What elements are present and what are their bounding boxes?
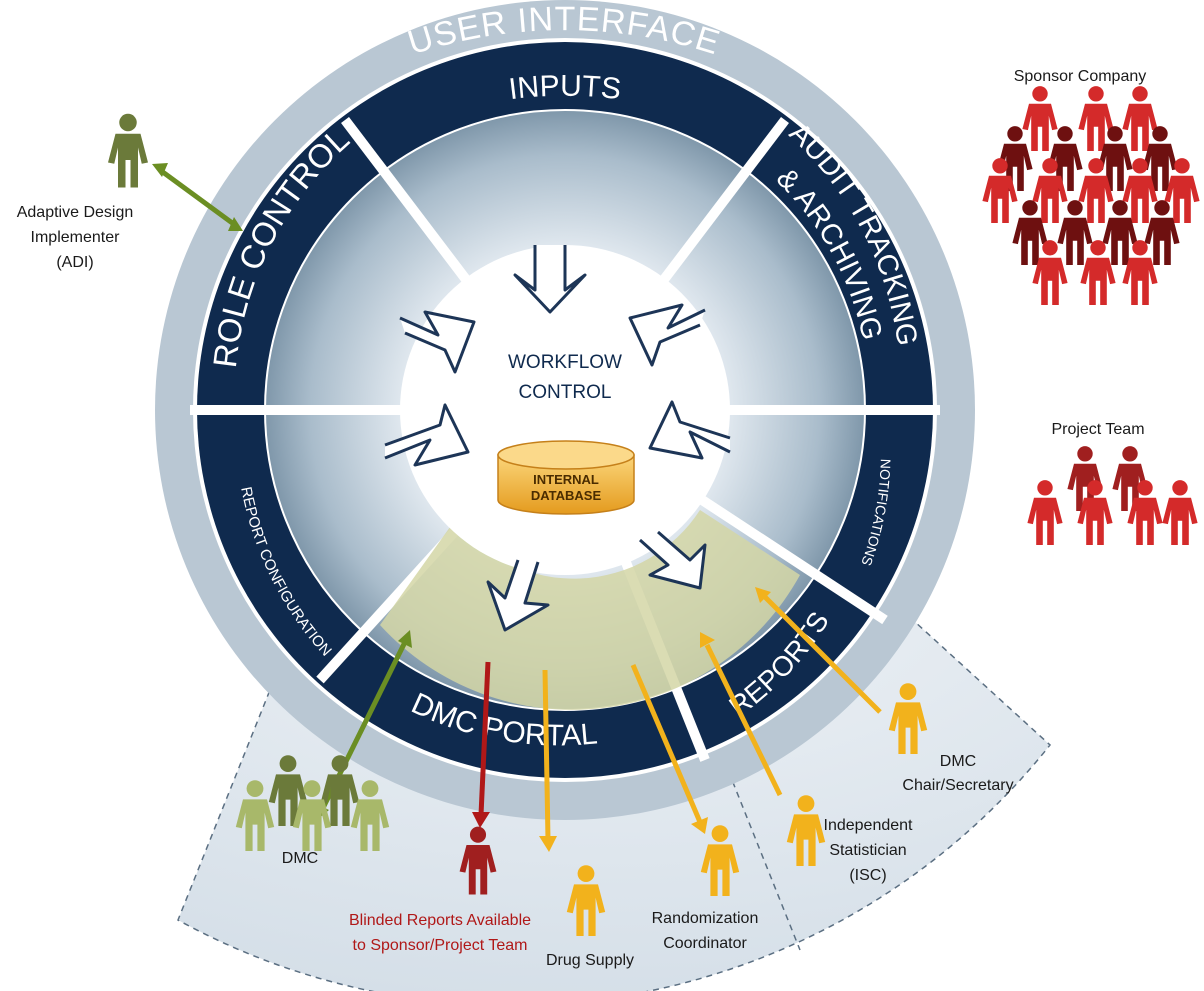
people-icons <box>108 86 1200 936</box>
randomization-arrow <box>630 664 703 823</box>
sponsor-person-icon <box>1080 240 1116 305</box>
dmc-person-icon <box>235 780 275 851</box>
adi-arrow <box>158 167 237 228</box>
adi-label-line2: Implementer <box>31 229 121 246</box>
segment-inputs: INPUTS <box>507 70 623 107</box>
internal-database-icon: INTERNAL DATABASE <box>497 440 635 515</box>
project-team-person-icon <box>1162 480 1198 545</box>
project-team-person-icon <box>1027 480 1063 545</box>
project-team-label: Project Team <box>1051 421 1144 438</box>
database-label-line2: DATABASE <box>531 488 602 503</box>
blinded-label-line1: Blinded Reports Available <box>349 912 531 929</box>
sponsor-person-icon <box>1164 158 1200 223</box>
dmc-chair-label-line2: Chair/Secretary <box>902 777 1013 794</box>
sponsor-company-label: Sponsor Company <box>1014 68 1147 85</box>
workflow-label: WORKFLOW <box>508 352 622 373</box>
adi-label-line1: Adaptive Design <box>17 204 134 221</box>
randomization-person-icon <box>700 825 740 896</box>
adi-person-icon <box>108 113 148 188</box>
randomization-label-line1: Randomization <box>652 910 759 927</box>
blinded-arrow <box>478 661 491 816</box>
isc-label-line3: (ISC) <box>849 867 886 884</box>
dmc-chair-person-icon <box>888 683 928 754</box>
dmc-person-icon <box>292 780 332 851</box>
drug-supply-person-icon <box>566 865 606 936</box>
blinded-label-line2: to Sponsor/Project Team <box>353 937 528 954</box>
dmc-person-icon <box>350 780 390 851</box>
dmc-chair-label-line1: DMC <box>940 753 976 770</box>
drug-supply-label: Drug Supply <box>546 952 634 969</box>
adi-label-line3: (ADI) <box>56 254 93 271</box>
isc-label-line1: Independent <box>824 817 914 834</box>
randomization-label-line2: Coordinator <box>663 935 747 952</box>
isc-label-line2: Statistician <box>829 842 906 859</box>
isc-person-icon <box>786 795 826 866</box>
dmc-label: DMC <box>282 850 318 867</box>
flow-arrows <box>384 245 731 632</box>
sponsor-person-icon <box>1078 86 1114 151</box>
dmc-person-icon <box>320 755 360 826</box>
sponsor-person-icon <box>1022 86 1058 151</box>
dmc-person-icon <box>268 755 308 826</box>
sponsor-person-icon <box>982 158 1018 223</box>
database-label-line1: INTERNAL <box>533 472 599 487</box>
control-label: CONTROL <box>519 382 612 403</box>
isc-arrow <box>704 643 783 797</box>
sponsor-person-icon <box>1122 86 1158 151</box>
dmc-chair-arrow <box>763 595 882 714</box>
drug-supply-arrow <box>542 669 551 841</box>
